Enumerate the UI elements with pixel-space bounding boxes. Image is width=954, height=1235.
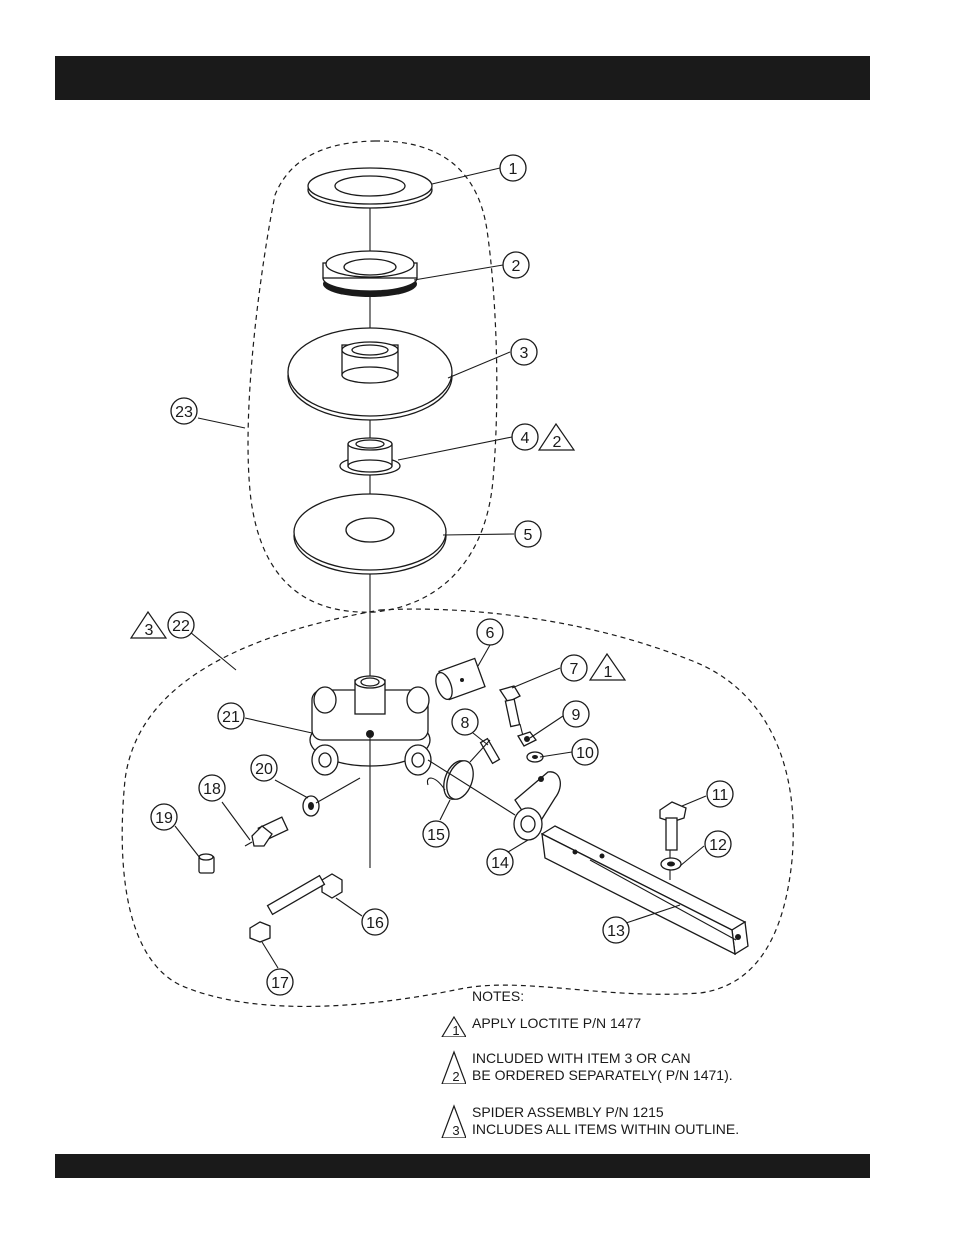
svg-text:4: 4 <box>521 430 530 447</box>
svg-text:12: 12 <box>709 837 727 854</box>
note-marker-item-22: 3 <box>131 612 166 639</box>
callout-7: 7 <box>561 655 587 681</box>
callout-17: 17 <box>267 969 293 995</box>
svg-text:18: 18 <box>203 781 221 798</box>
callout-18: 18 <box>199 775 225 801</box>
svg-text:17: 17 <box>271 975 289 992</box>
part-long-bolt <box>250 876 324 942</box>
callout-11: 11 <box>707 781 733 807</box>
svg-text:1: 1 <box>604 664 613 681</box>
callout-10: 10 <box>572 739 598 765</box>
part-shaft-washer <box>661 858 681 870</box>
svg-text:19: 19 <box>155 810 173 827</box>
part-pin <box>481 739 500 764</box>
svg-text:2: 2 <box>452 1069 459 1084</box>
svg-text:7: 7 <box>570 661 579 678</box>
callout-23: 23 <box>171 398 197 424</box>
callout-13: 13 <box>603 917 629 943</box>
note-1: 1 APPLY LOCTITE P/N 1477 <box>440 1015 860 1032</box>
svg-text:3: 3 <box>520 345 529 362</box>
svg-text:5: 5 <box>524 527 533 544</box>
part-bearing <box>323 251 417 297</box>
part-left-lock-washer <box>303 796 319 816</box>
note-marker-item-7: 1 <box>590 654 625 681</box>
note-3: 3 SPIDER ASSEMBLY P/N 1215 INCLUDES ALL … <box>440 1104 860 1138</box>
svg-text:13: 13 <box>607 923 625 940</box>
svg-text:10: 10 <box>576 745 594 762</box>
note-2-triangle-icon: 2 <box>440 1050 466 1084</box>
callout-21: 21 <box>218 703 244 729</box>
svg-text:22: 22 <box>172 618 190 635</box>
svg-text:23: 23 <box>175 404 193 421</box>
callout-2: 2 <box>503 252 529 278</box>
svg-text:11: 11 <box>712 787 729 804</box>
svg-text:8: 8 <box>461 715 470 732</box>
note-3-line-1: SPIDER ASSEMBLY P/N 1215 <box>472 1104 860 1121</box>
svg-text:9: 9 <box>572 707 581 724</box>
callout-5: 5 <box>515 521 541 547</box>
callout-12: 12 <box>705 831 731 857</box>
note-2-line-1: INCLUDED WITH ITEM 3 OR CAN <box>472 1050 860 1067</box>
callout-1: 1 <box>500 155 526 181</box>
callout-4: 4 <box>512 424 538 450</box>
svg-text:14: 14 <box>491 855 509 872</box>
svg-text:20: 20 <box>255 761 273 778</box>
callout-15: 15 <box>423 821 449 847</box>
part-bolt-small <box>500 686 524 740</box>
note-1-triangle-icon: 1 <box>440 1015 466 1037</box>
svg-text:15: 15 <box>427 827 445 844</box>
svg-text:1: 1 <box>509 161 518 178</box>
part-grease-fitting <box>245 817 288 846</box>
svg-text:16: 16 <box>366 915 384 932</box>
part-washer <box>308 168 432 208</box>
part-bushing <box>340 438 400 475</box>
note-2-line-2: BE ORDERED SEPARATELY( P/N 1471). <box>472 1067 860 1084</box>
note-2: 2 INCLUDED WITH ITEM 3 OR CAN BE ORDERED… <box>440 1050 860 1084</box>
part-nut <box>518 732 536 746</box>
callout-16: 16 <box>362 909 388 935</box>
part-sleeve <box>433 658 485 701</box>
note-3-triangle-icon: 3 <box>440 1104 466 1138</box>
part-large-washer <box>294 494 446 574</box>
notes-title: NOTES: <box>472 988 860 1005</box>
part-hex-nut <box>322 874 342 898</box>
part-disc-hub <box>288 328 452 420</box>
callout-3: 3 <box>511 339 537 365</box>
note-3-line-2: INCLUDES ALL ITEMS WITHIN OUTLINE. <box>472 1121 860 1138</box>
callout-22: 22 <box>168 612 194 638</box>
svg-text:2: 2 <box>553 434 562 451</box>
note-marker-item-4: 2 <box>539 424 574 451</box>
svg-text:6: 6 <box>486 625 495 642</box>
svg-text:2: 2 <box>512 258 521 275</box>
callout-14: 14 <box>487 849 513 875</box>
svg-text:21: 21 <box>222 709 240 726</box>
callout-20: 20 <box>251 755 277 781</box>
callout-6: 6 <box>477 619 503 645</box>
svg-text:3: 3 <box>145 622 154 639</box>
svg-text:1: 1 <box>452 1023 459 1037</box>
callout-9: 9 <box>563 701 589 727</box>
callout-19: 19 <box>151 804 177 830</box>
callout-8: 8 <box>452 709 478 735</box>
part-cap <box>199 854 214 873</box>
svg-text:3: 3 <box>452 1123 459 1138</box>
notes-block: NOTES: 1 APPLY LOCTITE P/N 1477 2 INCLUD… <box>440 988 860 1152</box>
note-1-line-1: APPLY LOCTITE P/N 1477 <box>472 1015 860 1032</box>
